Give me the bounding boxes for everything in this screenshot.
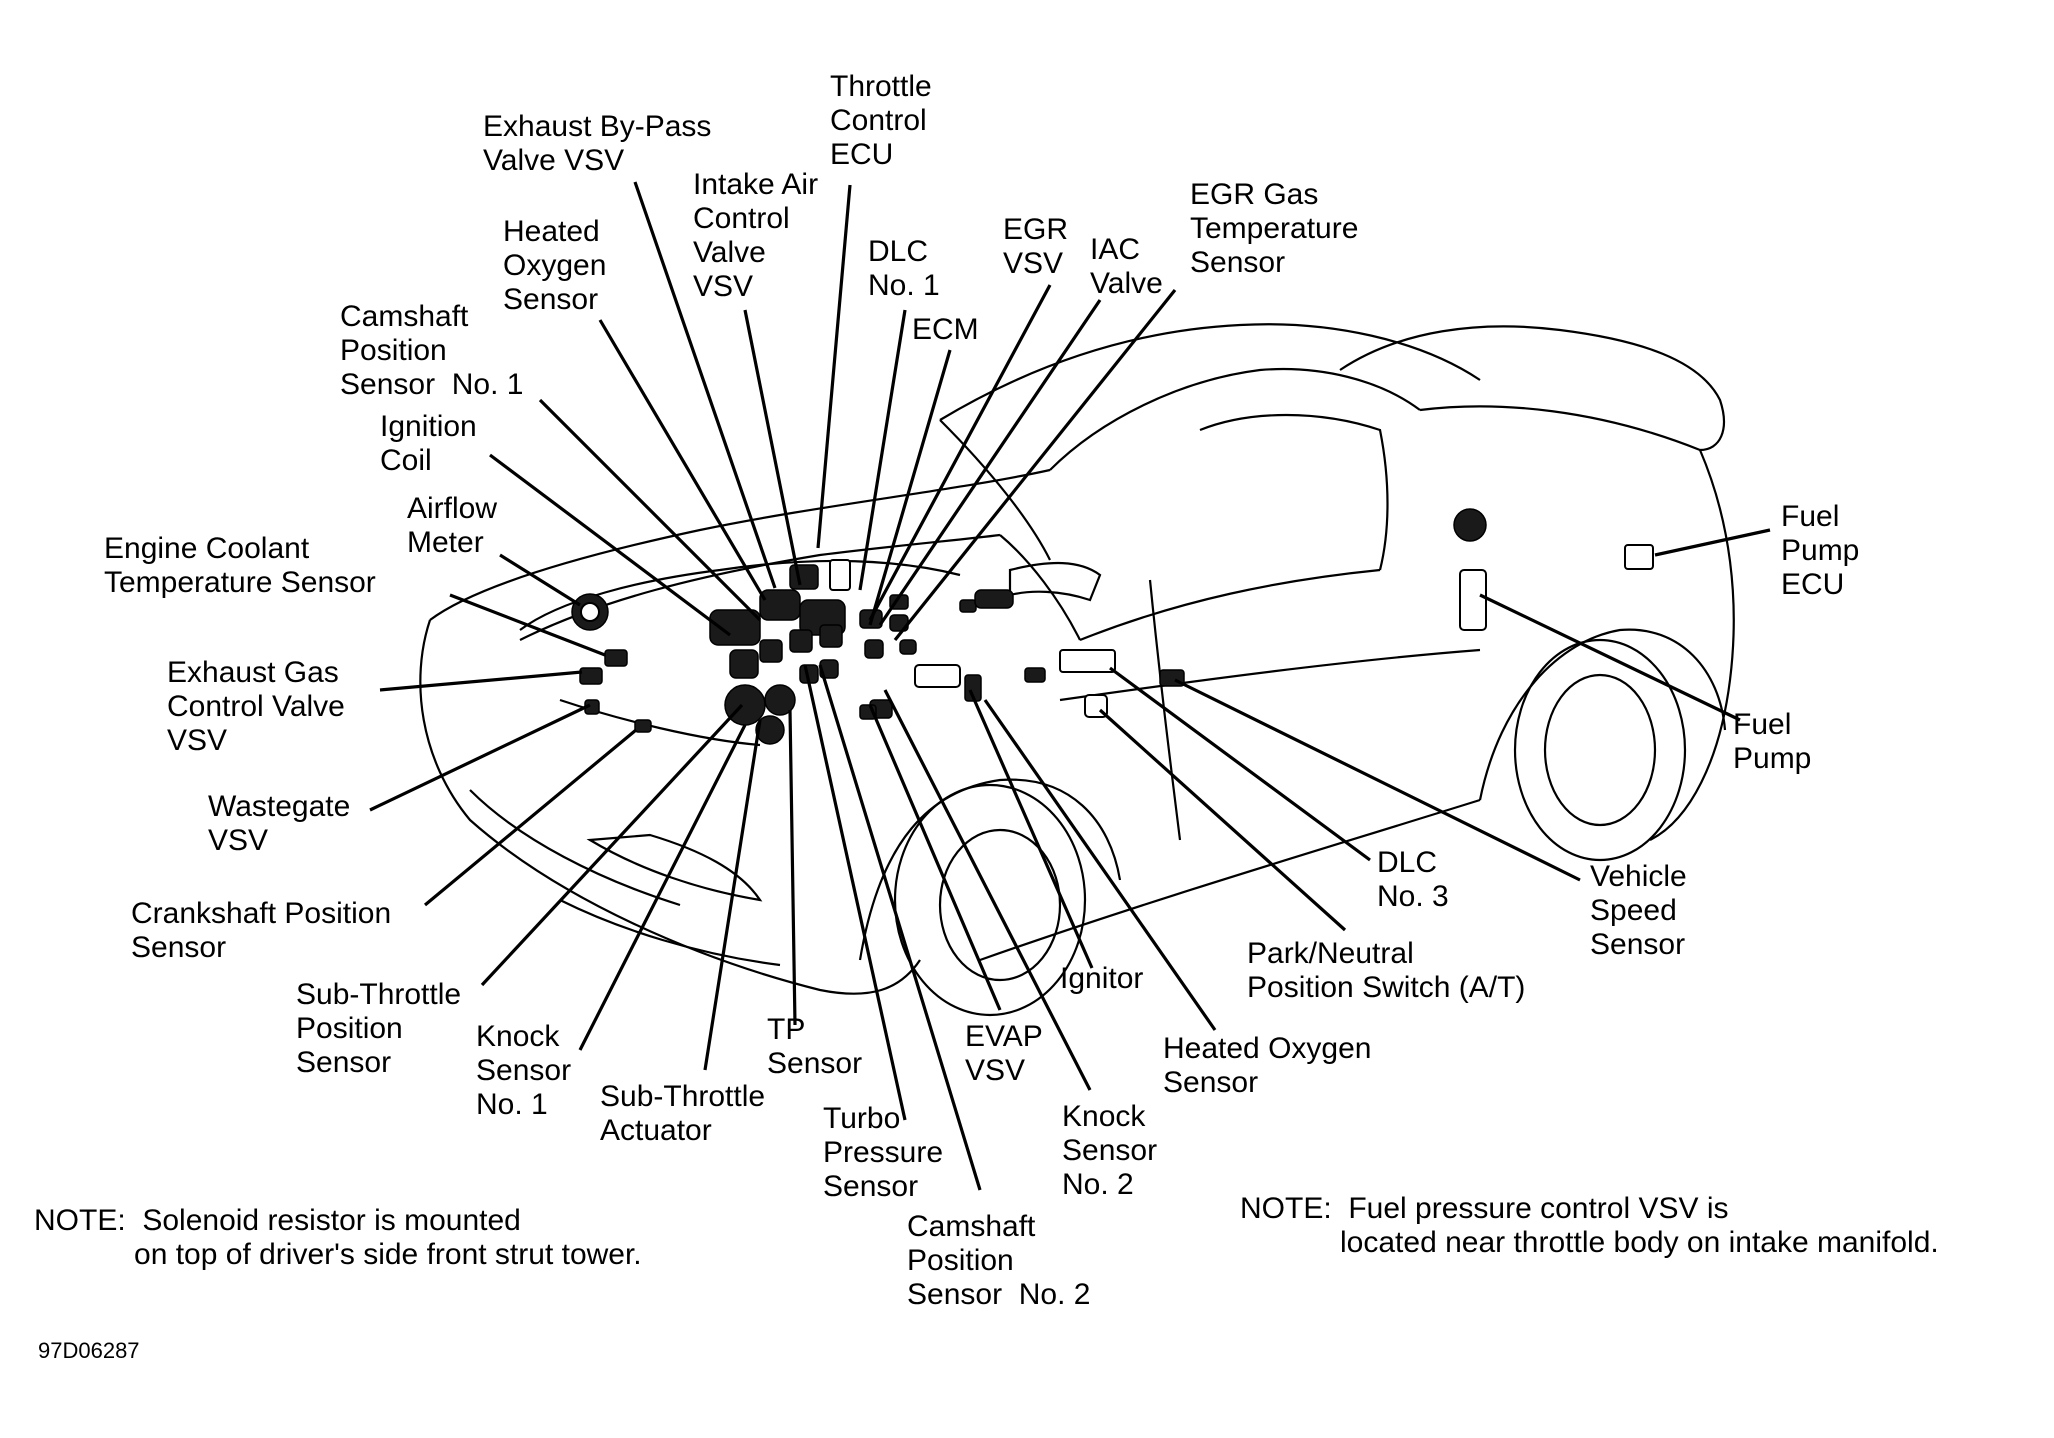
ignition-coil-label: Ignition Coil — [380, 410, 477, 477]
note-fuel-pressure-vsv: NOTE: Fuel pressure control VSV is locat… — [1240, 1192, 1939, 1259]
iac-valve-label: IAC Valve — [1090, 233, 1163, 300]
dlc-no3-label: DLC No. 3 — [1377, 846, 1449, 913]
sub-throttle-actuator-label: Sub-Throttle Actuator — [600, 1080, 766, 1147]
throttle-control-ecu-label: Throttle Control ECU — [830, 70, 932, 171]
airflow-meter-label: Airflow Meter — [407, 492, 498, 559]
heated-oxygen-sensor-label: Heated Oxygen Sensor — [503, 215, 607, 316]
exhaust-gas-control-valve-vsv-label: Exhaust Gas Control Valve VSV — [167, 656, 345, 757]
heated-oxygen-sensor-bottom-label: Heated Oxygen Sensor — [1163, 1032, 1372, 1099]
engine-components — [571, 508, 1654, 745]
car-outline — [419, 323, 1735, 1017]
wastegate-vsv-label: Wastegate VSV — [208, 790, 351, 857]
park-neutral-position-switch-label: Park/Neutral Position Switch (A/T) — [1247, 937, 1526, 1004]
egr-vsv-label: EGR VSV — [1003, 213, 1069, 280]
camshaft-position-sensor-no2-label: Camshaft Position Sensor No. 2 — [907, 1210, 1091, 1311]
knock-sensor-no2-label: Knock Sensor No. 2 — [1062, 1100, 1158, 1201]
egr-gas-temperature-sensor-label: EGR Gas Temperature Sensor — [1190, 178, 1359, 279]
intake-air-control-valve-vsv-label: Intake Air Control Valve VSV — [693, 168, 819, 303]
note-solenoid-resistor: NOTE: Solenoid resistor is mounted on to… — [34, 1204, 642, 1271]
figure-code: 97D06287 — [38, 1338, 140, 1363]
knock-sensor-no1-label: Knock Sensor No. 1 — [476, 1020, 572, 1121]
crankshaft-position-sensor-label: Crankshaft Position Sensor — [131, 897, 392, 964]
ignitor-label: Ignitor — [1060, 962, 1144, 995]
tp-sensor-label: TP Sensor — [767, 1013, 863, 1080]
fuel-pump-ecu-label: Fuel Pump ECU — [1781, 500, 1860, 601]
dlc-no1-label: DLC No. 1 — [868, 235, 940, 302]
fuel-pump-label: Fuel Pump — [1733, 708, 1812, 775]
engine-coolant-temperature-sensor-label: Engine Coolant Temperature Sensor — [104, 532, 376, 599]
camshaft-position-sensor-no1-label: Camshaft Position Sensor No. 1 — [340, 300, 524, 401]
turbo-pressure-sensor-label: Turbo Pressure Sensor — [823, 1102, 944, 1203]
ecm-label: ECM — [912, 313, 979, 346]
leader-lines — [369, 181, 1771, 1191]
sub-throttle-position-sensor-label: Sub-Throttle Position Sensor — [296, 978, 462, 1079]
evap-vsv-label: EVAP VSV — [965, 1020, 1043, 1087]
exhaust-bypass-valve-vsv-label: Exhaust By-Pass Valve VSV — [483, 110, 712, 177]
vehicle-speed-sensor-label: Vehicle Speed Sensor — [1590, 860, 1687, 961]
